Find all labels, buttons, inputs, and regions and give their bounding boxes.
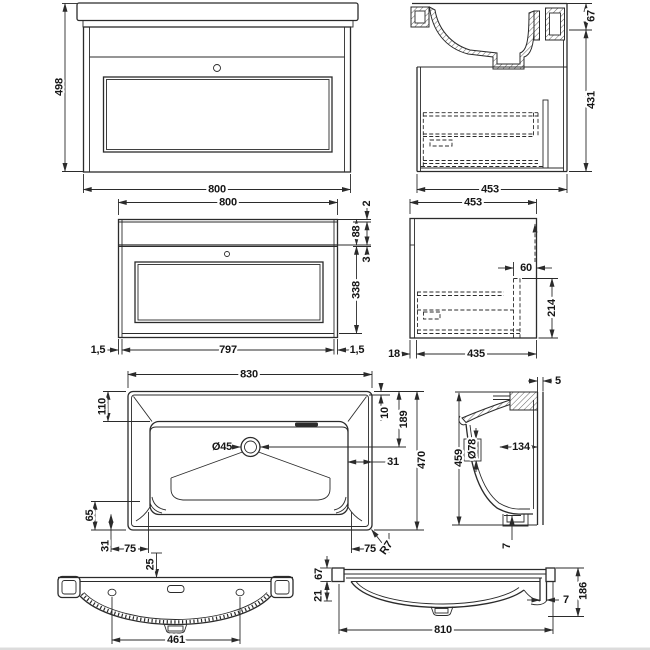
mounting-lug-right <box>270 575 294 599</box>
drain-section <box>502 514 529 527</box>
dim-basin-section-back-lip: 5 <box>555 375 561 387</box>
drawer-runner-hidden <box>429 139 453 147</box>
dim-carcass-front-apron: 88 <box>351 226 363 238</box>
mounting-lug-left <box>57 575 81 599</box>
dim-basin-plan-side-wall: 31 <box>387 456 399 468</box>
rim-section <box>461 399 511 424</box>
dim-carcass-side-back-gap: 18 <box>388 348 400 360</box>
tap-hole <box>240 436 261 458</box>
dim-carcass-front-drawer: 338 <box>351 281 363 299</box>
dim-carcass-front-width: 800 <box>219 197 237 209</box>
view-basin-section: 5 459 Ø78 134 7 <box>451 373 564 551</box>
dim-basin-plan-back-depth: 110 <box>97 398 109 415</box>
dim-carcass-side-drawer-depth: 214 <box>546 298 558 317</box>
view-basin-side: 67 21 7 186 810 <box>310 556 592 638</box>
overflow-channel-section <box>463 438 482 462</box>
basin-bowl-section <box>428 6 535 70</box>
dim-carcass-front-right-gap: 1,5 <box>350 344 365 356</box>
dim-basin-plan-front-inner: 31 <box>100 540 112 552</box>
dim-basin-plan-left-offset: 75 <box>124 543 136 555</box>
dim-carcass-side-inner-depth: 435 <box>467 348 485 360</box>
fixing-hole-right <box>235 588 245 597</box>
dim-basin-plan-tap-center: 189 <box>398 411 410 429</box>
dim-cabinet-side-basin-height: 67 <box>586 10 598 22</box>
dim-basin-plan-right-offset: 75 <box>364 543 376 555</box>
dim-basin-section-bowl-depth: 134 <box>512 441 531 453</box>
handle-knob <box>213 64 221 72</box>
drain-spigot <box>163 623 188 634</box>
dim-basin-section-height: 459 <box>453 449 465 467</box>
drawer-runner-hidden <box>423 311 441 320</box>
drain-spigot <box>430 606 454 616</box>
dim-basin-side-height: 186 <box>578 582 590 600</box>
dim-basin-plan-corner-radius: R7 <box>378 539 396 557</box>
dim-carcass-front-left-gap: 1,5 <box>91 344 106 356</box>
dim-carcass-front-inner-width: 797 <box>219 344 237 356</box>
dim-basin-plan-width: 830 <box>240 369 258 381</box>
dim-cabinet-front-width: 800 <box>208 184 226 196</box>
mounting-lug-side <box>331 567 345 583</box>
dim-carcass-side-offset: 60 <box>520 262 532 274</box>
dim-cabinet-side-depth: 453 <box>481 184 499 196</box>
view-basin-front: 25 461 <box>57 552 294 648</box>
view-carcass-side: 453 60 214 18 435 <box>386 194 560 362</box>
dim-carcass-front-gap: 3 <box>361 256 373 262</box>
overflow-slot <box>295 422 318 427</box>
dim-basin-plan-rim: 10 <box>379 407 391 419</box>
view-cabinet-front-elevation: 498 800 <box>51 2 359 198</box>
handle-knob <box>224 251 230 257</box>
dim-basin-front-hole-spacing: 461 <box>167 634 185 646</box>
dim-basin-section-overflow: Ø78 <box>467 439 479 459</box>
dim-cabinet-side-height: 431 <box>586 91 598 109</box>
view-cabinet-side-section: 67 431 453 <box>410 2 600 198</box>
fixing-hole-left <box>107 588 117 597</box>
dim-basin-side-width: 810 <box>434 624 452 636</box>
dim-carcass-front-top: 2 <box>361 200 373 206</box>
dim-basin-side-lip: 21 <box>313 590 325 602</box>
dim-basin-side-rim-height: 67 <box>313 568 325 580</box>
dim-basin-side-wall: 7 <box>563 594 569 606</box>
dim-basin-front-overflow-offset: 25 <box>145 559 157 571</box>
dim-basin-section-drain-lip: 7 <box>501 543 513 549</box>
dim-cabinet-front-height: 498 <box>54 78 66 96</box>
view-carcass-front: 800 2 88 3 338 1,5 797 1,5 <box>88 194 375 358</box>
view-basin-plan: 830 Ø45 110 10 189 <box>82 366 431 559</box>
dim-basin-plan-depth: 470 <box>416 451 428 469</box>
dim-basin-plan-drain: Ø45 <box>212 441 232 453</box>
dim-basin-plan-front-wall: 65 <box>84 510 96 522</box>
dim-carcass-side-depth: 453 <box>464 197 482 209</box>
page-bottom-edge <box>0 647 650 650</box>
overflow-slot <box>167 585 185 593</box>
